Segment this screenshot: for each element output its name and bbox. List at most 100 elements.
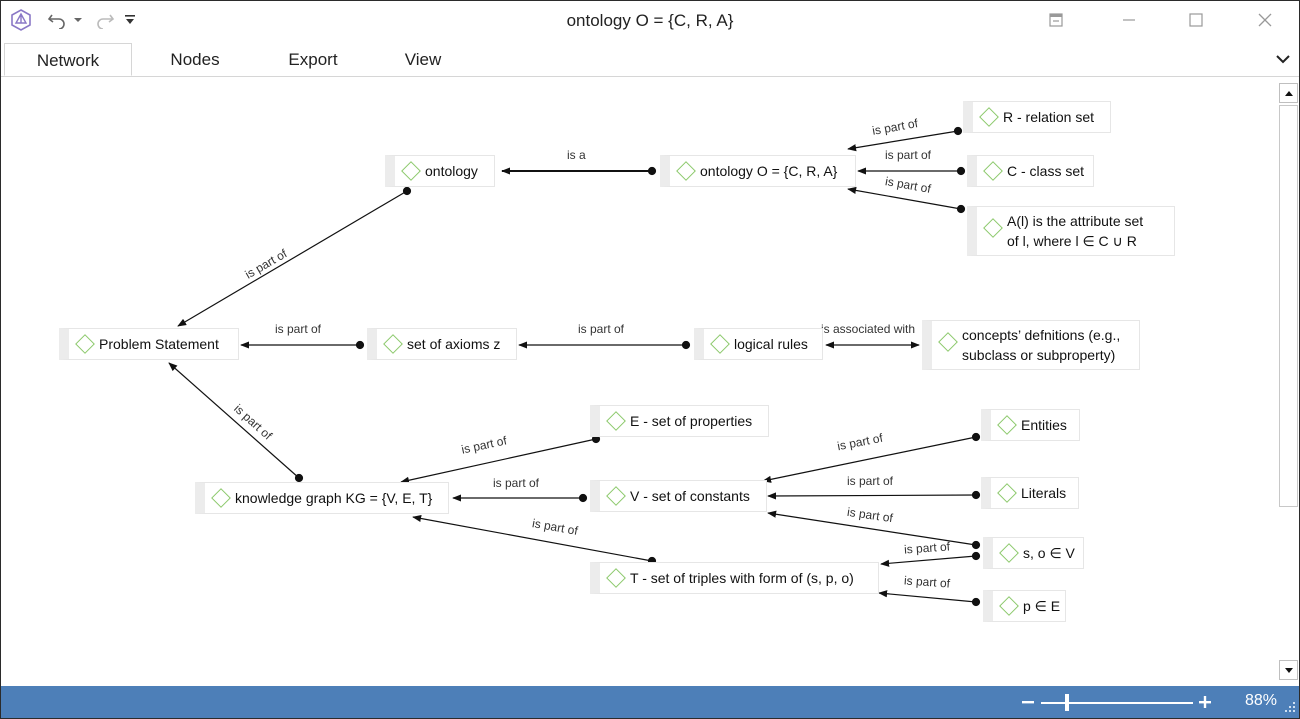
edge-kg-to-problem: [168, 362, 300, 479]
ribbon-tabs: Network Nodes Export View: [1, 41, 1299, 77]
node-diamond-icon: [401, 161, 421, 181]
node-label-line2: of l, where l ∈ C ∪ R: [1007, 233, 1137, 249]
node-diamond-icon: [983, 161, 1003, 181]
zoom-slider-thumb[interactable]: [1064, 694, 1069, 711]
scroll-up-icon[interactable]: [1279, 83, 1298, 103]
vertical-scrollbar[interactable]: [1278, 81, 1299, 685]
status-bar: 88%: [1, 686, 1299, 718]
node-label-line2: subclass or subproperty): [962, 347, 1116, 363]
node-diamond-icon: [999, 596, 1019, 616]
node-label: T - set of triples with form of (s, p, o…: [630, 570, 854, 586]
zoom-slider-track[interactable]: [1041, 702, 1193, 704]
node-label: logical rules: [734, 336, 808, 352]
node-label-line1: concepts’ defnitions (e.g.,: [962, 327, 1121, 343]
node-label: ontology: [425, 163, 478, 179]
node-literals[interactable]: Literals: [981, 477, 1079, 509]
edge-so-to-v: [767, 510, 977, 546]
minimize-icon[interactable]: [1109, 7, 1149, 33]
tab-export[interactable]: Export: [288, 50, 338, 69]
node-e-set-of-properties[interactable]: E - set of properties: [590, 405, 769, 437]
node-a-attribute-set[interactable]: A(l) is the attribute set of l, where l …: [967, 206, 1175, 256]
node-c-class-set[interactable]: C - class set: [967, 155, 1094, 187]
node-label: C - class set: [1007, 163, 1085, 179]
node-set-of-axioms[interactable]: set of axioms z: [367, 328, 517, 360]
node-label: knowledge graph KG = {V, E, T}: [235, 490, 433, 506]
node-diamond-icon: [983, 218, 1003, 238]
edge-so-to-t: [880, 555, 977, 567]
edge-a-to-ontology-o: [847, 186, 962, 210]
node-problem-statement[interactable]: Problem Statement: [59, 328, 239, 360]
node-r-relation-set[interactable]: R - relation set: [963, 101, 1111, 133]
node-diamond-icon: [606, 411, 626, 431]
node-diamond-icon: [999, 543, 1019, 563]
zoom-out-icon[interactable]: [1019, 694, 1037, 710]
node-diamond-icon: [997, 415, 1017, 435]
node-diamond-icon: [606, 568, 626, 588]
node-ontology-o[interactable]: ontology O = {C, R, A}: [660, 155, 856, 187]
tab-network[interactable]: Network: [4, 43, 132, 76]
node-diamond-icon: [676, 161, 696, 181]
node-label: ontology O = {C, R, A}: [700, 163, 838, 179]
node-label: Problem Statement: [99, 336, 219, 352]
caret-down-icon[interactable]: [71, 7, 85, 33]
node-label: s, o ∈ V: [1023, 545, 1075, 561]
node-label: Entities: [1021, 417, 1067, 433]
edge-label-associated: is associated with: [821, 322, 916, 336]
customize-toolbar-icon[interactable]: [121, 7, 139, 33]
node-s-o-in-v[interactable]: s, o ∈ V: [983, 537, 1084, 569]
node-entities[interactable]: Entities: [981, 409, 1080, 441]
node-label: V - set of constants: [630, 488, 750, 504]
node-diamond-icon: [997, 483, 1017, 503]
edge-ontology-to-problem: [177, 190, 408, 327]
edge-label-c: is part of: [885, 148, 932, 162]
node-label-line1: A(l) is the attribute set: [1007, 213, 1144, 229]
node-knowledge-graph[interactable]: knowledge graph KG = {V, E, T}: [195, 482, 449, 514]
edge-label-axioms-problem: is part of: [275, 322, 322, 336]
title-bar: ontology O = {C, R, A}: [1, 1, 1299, 41]
chevron-down-icon[interactable]: [1273, 49, 1293, 69]
node-p-in-e[interactable]: p ∈ E: [983, 590, 1066, 622]
node-label: E - set of properties: [630, 413, 753, 429]
window-title: ontology O = {C, R, A}: [566, 11, 734, 30]
node-diamond-icon: [383, 334, 403, 354]
edge-entities-to-v: [762, 436, 977, 483]
node-diamond-icon: [938, 332, 958, 352]
node-diamond-icon: [211, 488, 231, 508]
maximize-icon[interactable]: [1176, 7, 1216, 33]
node-label: R - relation set: [1003, 109, 1095, 125]
node-diamond-icon: [979, 107, 999, 127]
app-logo-icon[interactable]: [7, 7, 35, 33]
node-diamond-icon: [75, 334, 95, 354]
node-diamond-icon: [606, 486, 626, 506]
node-label: p ∈ E: [1023, 598, 1061, 614]
node-ontology[interactable]: ontology: [385, 155, 495, 187]
redo-icon[interactable]: [93, 7, 117, 33]
tab-view[interactable]: View: [404, 50, 442, 69]
node-logical-rules[interactable]: logical rules: [694, 328, 823, 360]
scroll-down-icon[interactable]: [1279, 660, 1298, 680]
edge-literals-to-v: [767, 492, 977, 500]
resize-grip-icon[interactable]: [1284, 700, 1296, 712]
edge-layer: [168, 126, 981, 607]
node-concepts-definitions[interactable]: concepts’ defnitions (e.g., subclass or …: [922, 320, 1140, 370]
zoom-level-text: 88%: [1244, 692, 1277, 709]
edge-label-literals-v: is part of: [847, 474, 894, 488]
node-label: set of axioms z: [407, 336, 501, 352]
network-canvas[interactable]: is a is part of is part of is part of is…: [1, 77, 1277, 685]
close-icon[interactable]: [1245, 7, 1285, 33]
edge-label-logical-axioms: is part of: [578, 322, 625, 336]
scroll-thumb[interactable]: [1279, 105, 1298, 507]
restore-panel-icon[interactable]: [1036, 7, 1076, 33]
node-label: Literals: [1021, 485, 1067, 501]
node-v-set-of-constants[interactable]: V - set of constants: [590, 480, 767, 512]
edge-label-v-kg: is part of: [493, 476, 540, 490]
node-diamond-icon: [710, 334, 730, 354]
edge-p-to-t: [878, 590, 977, 603]
node-t-set-of-triples[interactable]: T - set of triples with form of (s, p, o…: [590, 562, 879, 594]
undo-icon[interactable]: [45, 7, 69, 33]
zoom-in-icon[interactable]: [1196, 694, 1214, 710]
edge-e-to-kg: [400, 438, 597, 484]
tab-nodes[interactable]: Nodes: [170, 50, 220, 69]
edge-r-to-ontology-o: [847, 130, 959, 152]
